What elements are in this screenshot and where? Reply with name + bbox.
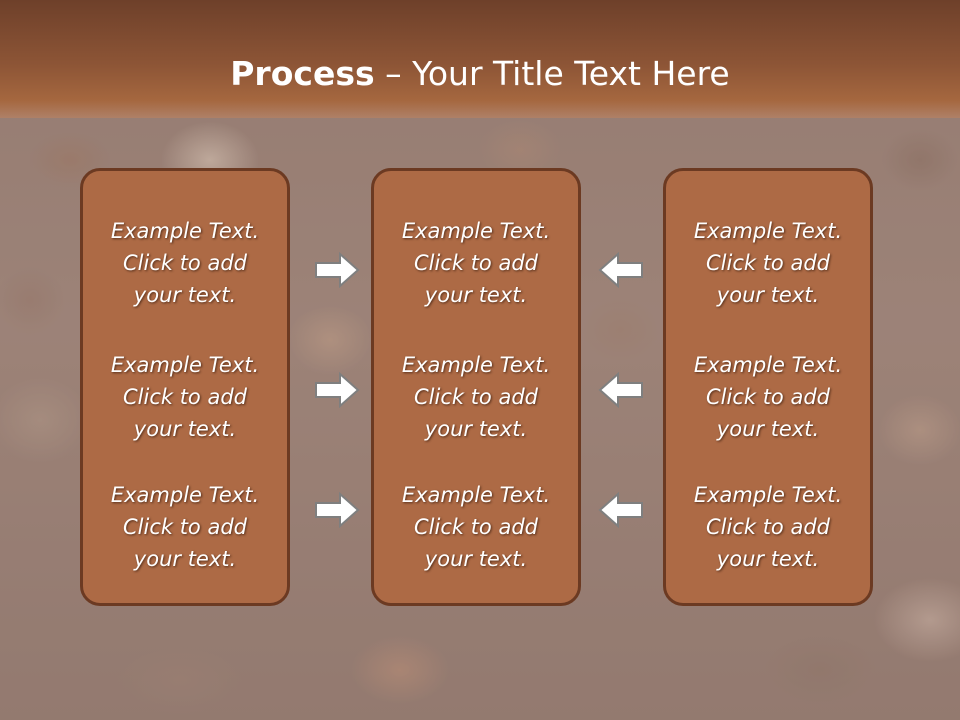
text-block[interactable]: Example Text. Click to add your text. (83, 215, 287, 311)
text-block[interactable]: Example Text. Click to add your text. (374, 349, 578, 445)
text-line: your text. (133, 417, 237, 441)
text-line: your text. (424, 417, 528, 441)
left-arrow-icon[interactable] (598, 492, 644, 528)
slide-title[interactable]: Process – Your Title Text Here (0, 52, 960, 96)
text-line: your text. (716, 547, 820, 571)
text-block[interactable]: Example Text. Click to add your text. (374, 215, 578, 311)
text-line: your text. (424, 283, 528, 307)
text-line: Click to add (705, 251, 830, 275)
text-line: Click to add (413, 251, 538, 275)
text-line: Example Text. (401, 483, 551, 507)
text-line: Example Text. (693, 219, 843, 243)
left-arrow-icon[interactable] (598, 372, 644, 408)
process-box-right[interactable]: Example Text. Click to add your text. Ex… (663, 168, 873, 606)
title-rest: – Your Title Text Here (374, 54, 730, 93)
text-line: Example Text. (693, 353, 843, 377)
text-block[interactable]: Example Text. Click to add your text. (666, 215, 870, 311)
text-line: Example Text. (110, 219, 260, 243)
text-block[interactable]: Example Text. Click to add your text. (666, 349, 870, 445)
text-line: Click to add (122, 385, 247, 409)
left-arrow-icon[interactable] (598, 252, 644, 288)
text-line: your text. (716, 283, 820, 307)
text-line: your text. (133, 283, 237, 307)
text-line: Example Text. (401, 353, 551, 377)
text-block[interactable]: Example Text. Click to add your text. (83, 349, 287, 445)
right-arrow-icon[interactable] (314, 372, 360, 408)
process-box-left[interactable]: Example Text. Click to add your text. Ex… (80, 168, 290, 606)
text-block[interactable]: Example Text. Click to add your text. (83, 479, 287, 575)
text-line: Example Text. (401, 219, 551, 243)
text-line: Example Text. (110, 353, 260, 377)
text-line: your text. (424, 547, 528, 571)
text-line: Click to add (122, 251, 247, 275)
right-arrow-icon[interactable] (314, 252, 360, 288)
process-box-center[interactable]: Example Text. Click to add your text. Ex… (371, 168, 581, 606)
title-band (0, 0, 960, 118)
right-arrow-icon[interactable] (314, 492, 360, 528)
text-line: Click to add (705, 385, 830, 409)
text-block[interactable]: Example Text. Click to add your text. (374, 479, 578, 575)
text-block[interactable]: Example Text. Click to add your text. (666, 479, 870, 575)
text-line: Click to add (705, 515, 830, 539)
title-bold-word: Process (230, 54, 375, 93)
text-line: your text. (133, 547, 237, 571)
text-line: Example Text. (693, 483, 843, 507)
text-line: your text. (716, 417, 820, 441)
text-line: Click to add (413, 385, 538, 409)
text-line: Example Text. (110, 483, 260, 507)
text-line: Click to add (413, 515, 538, 539)
text-line: Click to add (122, 515, 247, 539)
